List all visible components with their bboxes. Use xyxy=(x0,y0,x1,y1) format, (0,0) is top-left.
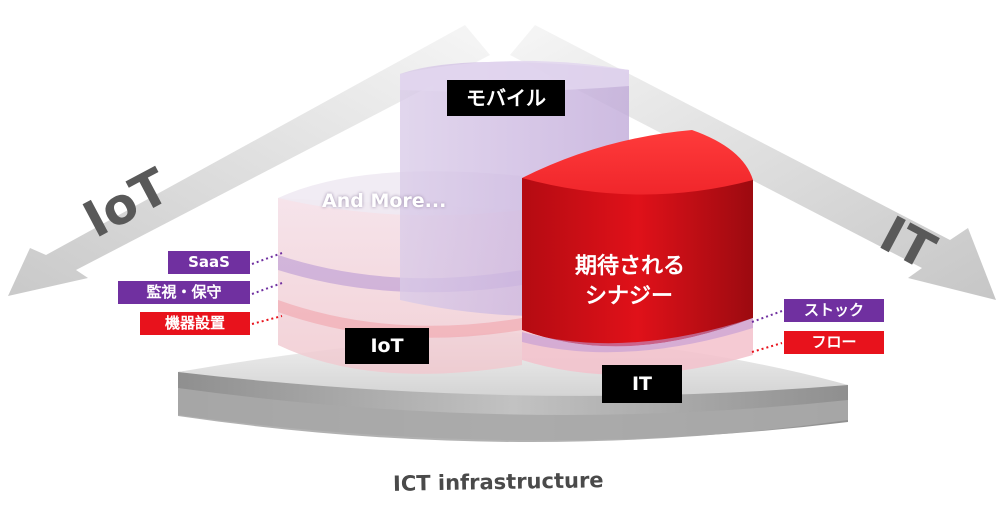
iot-label: IoT xyxy=(345,328,429,364)
it-cylinder-top xyxy=(522,130,753,195)
and-more-label: And More... xyxy=(322,190,447,212)
tag-stock: ストック xyxy=(784,299,884,322)
left-arrow xyxy=(8,25,490,296)
tag-saas: SaaS xyxy=(168,251,250,274)
mobile-label: モバイル xyxy=(447,80,565,116)
leader-stock xyxy=(751,310,783,323)
iot-band-red xyxy=(278,300,522,338)
synergy-label-line2: シナジー xyxy=(585,284,674,309)
tag-flow: フロー xyxy=(784,331,884,354)
base-platform-front xyxy=(178,388,848,443)
it-cylinder-body xyxy=(522,178,753,347)
leader-flow xyxy=(751,342,783,353)
leader-monitor xyxy=(251,282,283,295)
tag-monitoring: 監視・保守 xyxy=(118,281,250,304)
right-arrow xyxy=(510,25,996,300)
tag-equipment-install: 機器設置 xyxy=(140,312,250,335)
leader-saas xyxy=(251,252,283,265)
synergy-label-line1: 期待される xyxy=(575,254,686,279)
leader-install xyxy=(251,315,283,325)
base-label: ICT infrastructure xyxy=(392,468,604,496)
it-label: IT xyxy=(602,365,682,403)
it-band-purple xyxy=(522,318,753,353)
